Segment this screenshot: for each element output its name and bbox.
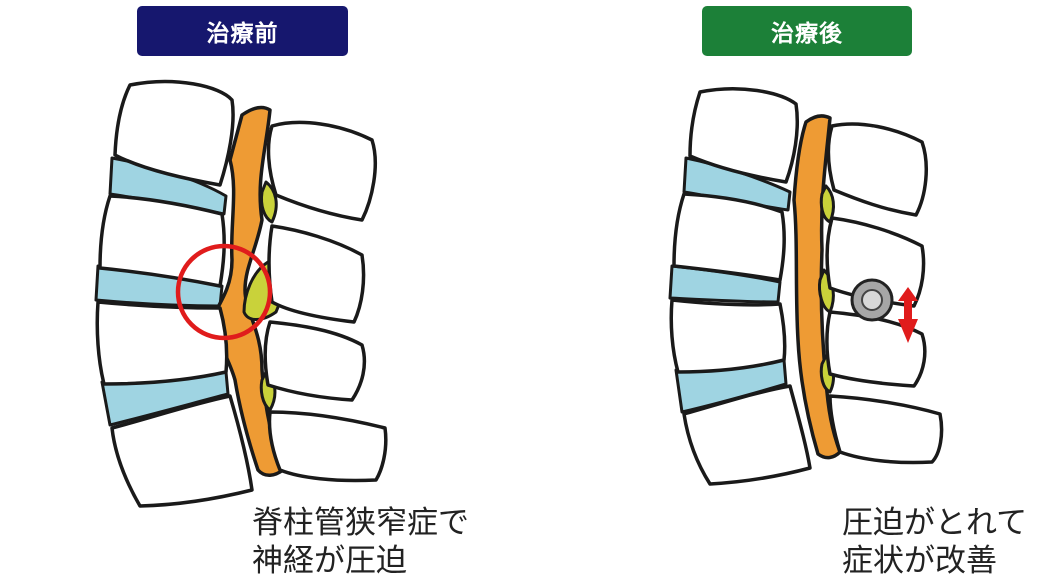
- caption-after: 圧迫がとれて 症状が改善: [842, 504, 1027, 580]
- process-before-2: [267, 224, 366, 324]
- caption-before-line-2: 神経が圧迫: [252, 543, 407, 579]
- process-after-4: [828, 394, 944, 465]
- spine-after: [668, 87, 944, 486]
- caption-before: 脊柱管狭窄症で 神経が圧迫: [252, 504, 469, 580]
- process-after-2: [825, 216, 926, 308]
- double-arrow-icon: [898, 287, 918, 343]
- vertebra-after-3: [669, 298, 787, 374]
- vertebra-before-4: [110, 394, 254, 508]
- vertebra-before-2: [98, 194, 226, 288]
- before-treatment-label: 治療前: [137, 6, 348, 56]
- spine-before: [94, 79, 388, 508]
- vertebra-after-2: [672, 192, 786, 282]
- after-treatment-label: 治療後: [702, 6, 912, 56]
- vertebra-after-4: [682, 384, 812, 486]
- process-after-1: [826, 122, 928, 217]
- process-before-4: [267, 410, 388, 483]
- caption-after-line-1: 圧迫がとれて: [842, 505, 1028, 541]
- process-after-3: [825, 310, 927, 388]
- vertebra-before-1: [113, 79, 235, 187]
- process-before-3: [263, 320, 367, 402]
- caption-after-line-2: 症状が改善: [842, 543, 997, 579]
- vertebra-before-3: [95, 300, 229, 386]
- process-before-1: [266, 120, 378, 222]
- caption-before-line-1: 脊柱管狭窄症で: [252, 505, 469, 541]
- implant-spacer-icon: [850, 278, 894, 322]
- vertebra-after-1: [688, 87, 800, 184]
- compression-highlight-circle: [175, 243, 273, 341]
